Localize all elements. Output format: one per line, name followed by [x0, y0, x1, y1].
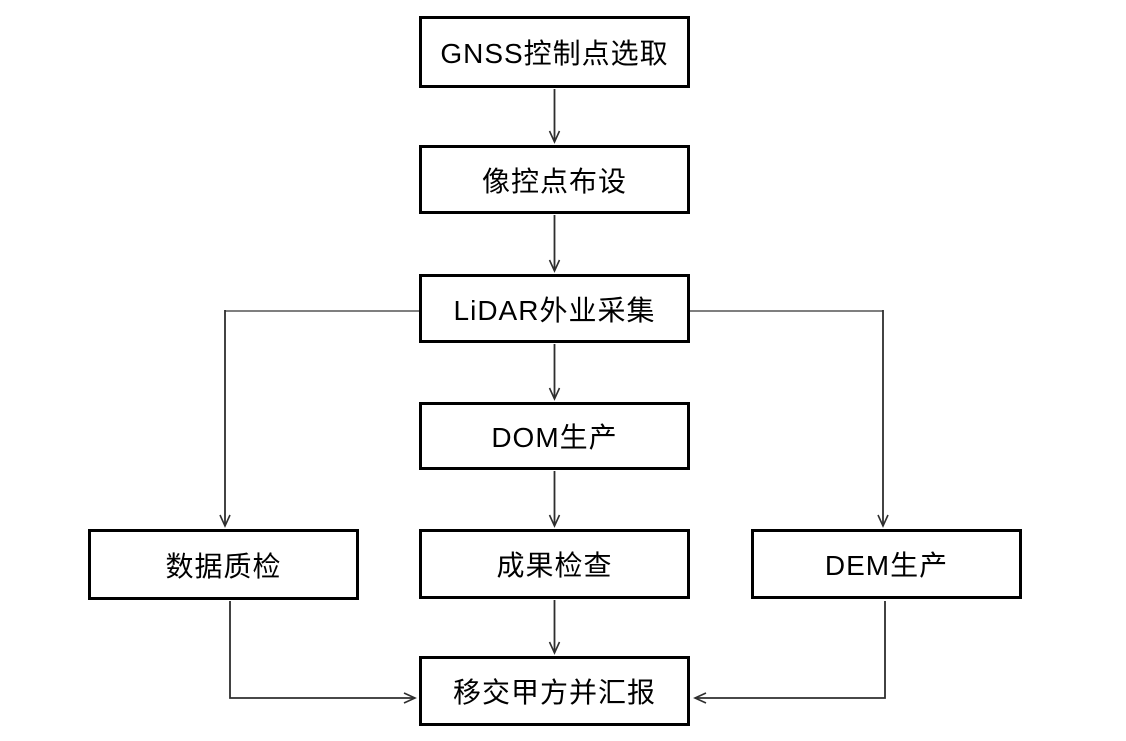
node-dem-production: DEM生产: [751, 529, 1022, 599]
edge-data-qc-to-handover: [229, 601, 417, 704]
node-lidar-field-collection: LiDAR外业采集: [419, 274, 690, 343]
node-handover-and-report: 移交甲方并汇报: [419, 656, 690, 726]
node-data-quality-check: 数据质检: [88, 529, 359, 600]
node-result-inspection: 成果检查: [419, 529, 690, 599]
node-dom-production: DOM生产: [419, 402, 690, 470]
node-gnss-control-point-selection: GNSS控制点选取: [419, 16, 690, 88]
edge-dem-to-handover: [693, 601, 886, 704]
node-photo-control-point-layout: 像控点布设: [419, 145, 690, 214]
